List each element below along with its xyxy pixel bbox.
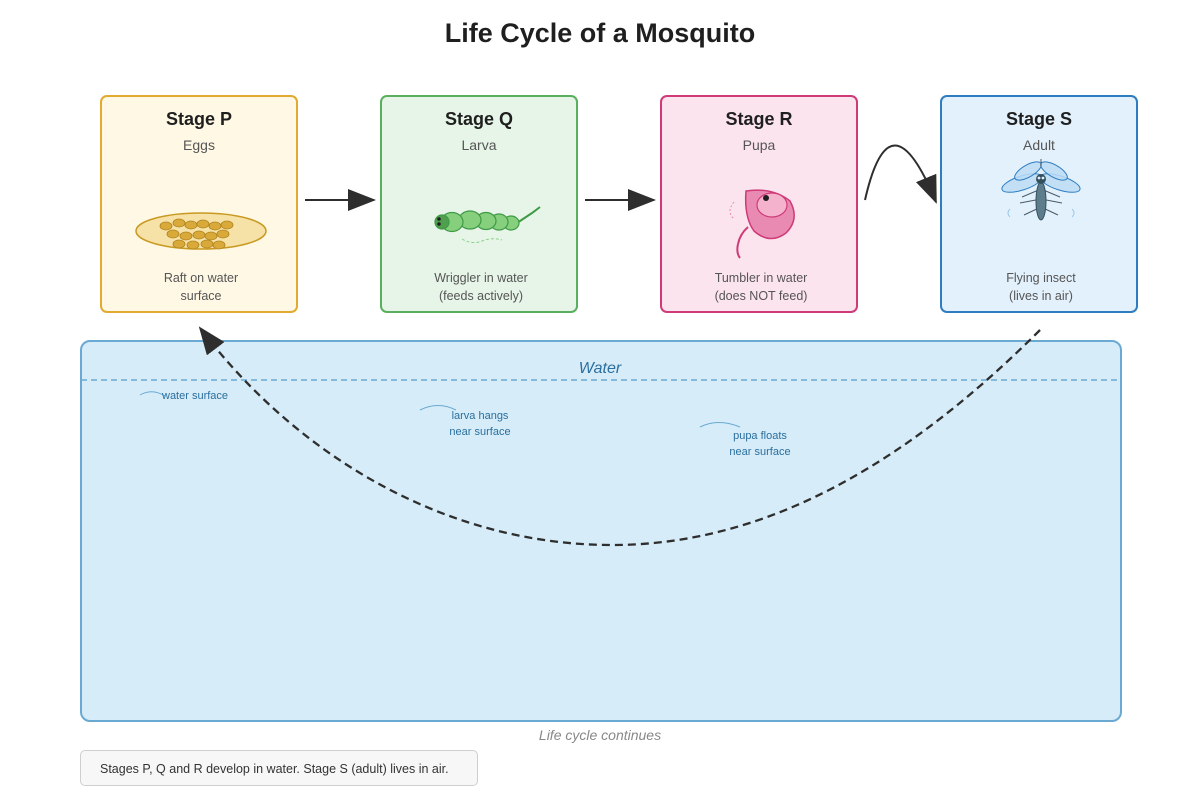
pupa-note: pupa floats near surface: [729, 430, 791, 458]
stage-p-subtitle: Eggs: [183, 137, 215, 153]
stage-r-title: Stage R: [725, 109, 793, 129]
stage-q-title: Stage Q: [444, 109, 514, 129]
egg-raft-icon: [135, 212, 267, 250]
stage-q-subtitle: Larva: [461, 137, 497, 153]
arrow-r-to-s: [864, 144, 937, 204]
stage-s-box: Stage S Adult Flying insect(lives in air…: [940, 95, 1138, 313]
stage-s-subtitle: Adult: [1023, 137, 1055, 153]
adult-mosquito-icon: [1001, 159, 1081, 221]
stage-s-description: Flying insect(lives in air): [1006, 271, 1076, 303]
cycle-continues-label: Life cycle continues: [538, 727, 662, 743]
footnote: Stages P, Q and R develop in water. Stag…: [80, 750, 478, 786]
larva-icon: [434, 206, 541, 244]
stage-s-title: Stage S: [1005, 109, 1073, 129]
larva-note: larva hangs near surface: [449, 410, 511, 438]
stage-r-subtitle: Pupa: [742, 137, 776, 153]
stage-q-box: Stage Q Larva Wriggler in water(feeds ac…: [380, 95, 578, 313]
diagram-title: Life Cycle of a Mosquito: [444, 18, 756, 48]
stage-r-box: Stage R Pupa Tumbler in water(does NOT f…: [660, 95, 858, 313]
stage-p-title: Stage P: [165, 109, 233, 129]
pupa-icon: [729, 189, 795, 259]
water-region: [80, 340, 1122, 722]
stage-q-description: Wriggler in water(feeds actively): [434, 271, 528, 303]
water-surface-note: water surface: [162, 390, 229, 402]
water-label: Water: [578, 360, 622, 377]
stage-r-description: Tumbler in water(does NOT feed): [714, 271, 808, 303]
